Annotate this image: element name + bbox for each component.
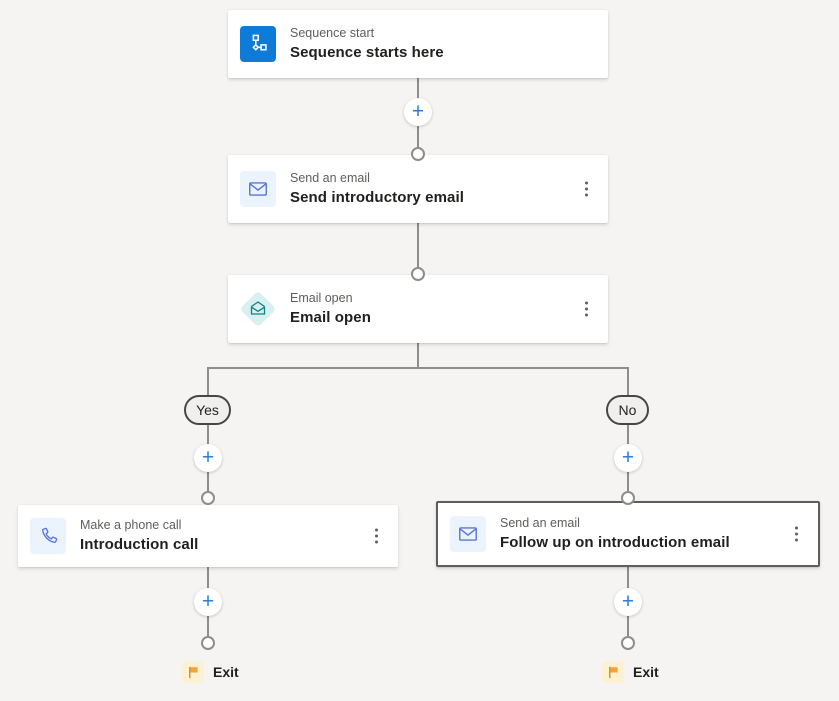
plus-icon: + [621, 589, 635, 613]
connector-port [411, 267, 425, 281]
more-options-button[interactable] [581, 178, 592, 201]
step-card-follow-up-email[interactable]: Send an email Follow up on introduction … [436, 501, 820, 567]
more-options-button[interactable] [791, 523, 802, 546]
connector-line [627, 368, 629, 396]
step-title: Sequence starts here [290, 43, 444, 61]
plus-icon: + [201, 589, 215, 613]
connector-port [411, 147, 425, 161]
branch-no-label: No [618, 402, 637, 418]
plus-icon: + [621, 445, 635, 469]
connector-line [417, 343, 419, 369]
email-icon [240, 171, 276, 207]
add-step-button[interactable]: + [614, 444, 642, 472]
connector-port [201, 636, 215, 650]
add-step-button[interactable]: + [614, 588, 642, 616]
plus-icon: + [201, 445, 215, 469]
phone-icon [30, 518, 66, 554]
more-options-button[interactable] [581, 298, 592, 321]
step-card-email-open-condition[interactable]: Email open Email open [228, 275, 608, 343]
step-type-label: Make a phone call [80, 517, 182, 532]
step-type-label: Send an email [290, 170, 370, 185]
step-title: Introduction call [80, 535, 199, 553]
step-title: Send introductory email [290, 188, 464, 206]
more-options-button[interactable] [371, 525, 382, 548]
exit-label: Exit [633, 664, 659, 680]
connector-line [207, 368, 209, 396]
flag-icon [182, 661, 204, 683]
add-step-button[interactable]: + [404, 98, 432, 126]
sequence-flow-icon [240, 26, 276, 62]
branch-yes-label: Yes [196, 402, 219, 418]
step-title: Email open [290, 308, 372, 326]
step-card-send-introductory-email[interactable]: Send an email Send introductory email [228, 155, 608, 223]
email-open-icon [239, 290, 277, 328]
connector-port [621, 636, 635, 650]
step-type-label: Send an email [500, 515, 580, 530]
plus-icon: + [411, 99, 425, 123]
exit-label: Exit [213, 664, 239, 680]
step-type-label: Sequence start [290, 25, 375, 40]
connector-line [417, 223, 419, 275]
flag-icon [602, 661, 624, 683]
step-type-label: Email open [290, 290, 353, 305]
connector-port [201, 491, 215, 505]
branch-connector-line [207, 367, 629, 369]
branch-no-pill: No [606, 395, 649, 425]
branch-yes-pill: Yes [184, 395, 231, 425]
exit-node-left: Exit [182, 661, 239, 683]
connector-port [621, 491, 635, 505]
step-card-sequence-start[interactable]: Sequence start Sequence starts here [228, 10, 608, 78]
step-card-introduction-call[interactable]: Make a phone call Introduction call [18, 505, 398, 567]
add-step-button[interactable]: + [194, 588, 222, 616]
exit-node-right: Exit [602, 661, 659, 683]
add-step-button[interactable]: + [194, 444, 222, 472]
email-icon [450, 516, 486, 552]
step-title: Follow up on introduction email [500, 533, 730, 551]
